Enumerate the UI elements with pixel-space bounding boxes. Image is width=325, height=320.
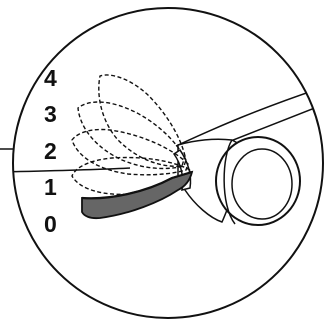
position-label-4: 4	[44, 65, 57, 91]
position-label-3: 3	[44, 101, 57, 127]
position-label-2: 2	[44, 138, 57, 164]
position-label-0: 0	[44, 211, 57, 237]
position-label-1: 1	[44, 174, 57, 200]
